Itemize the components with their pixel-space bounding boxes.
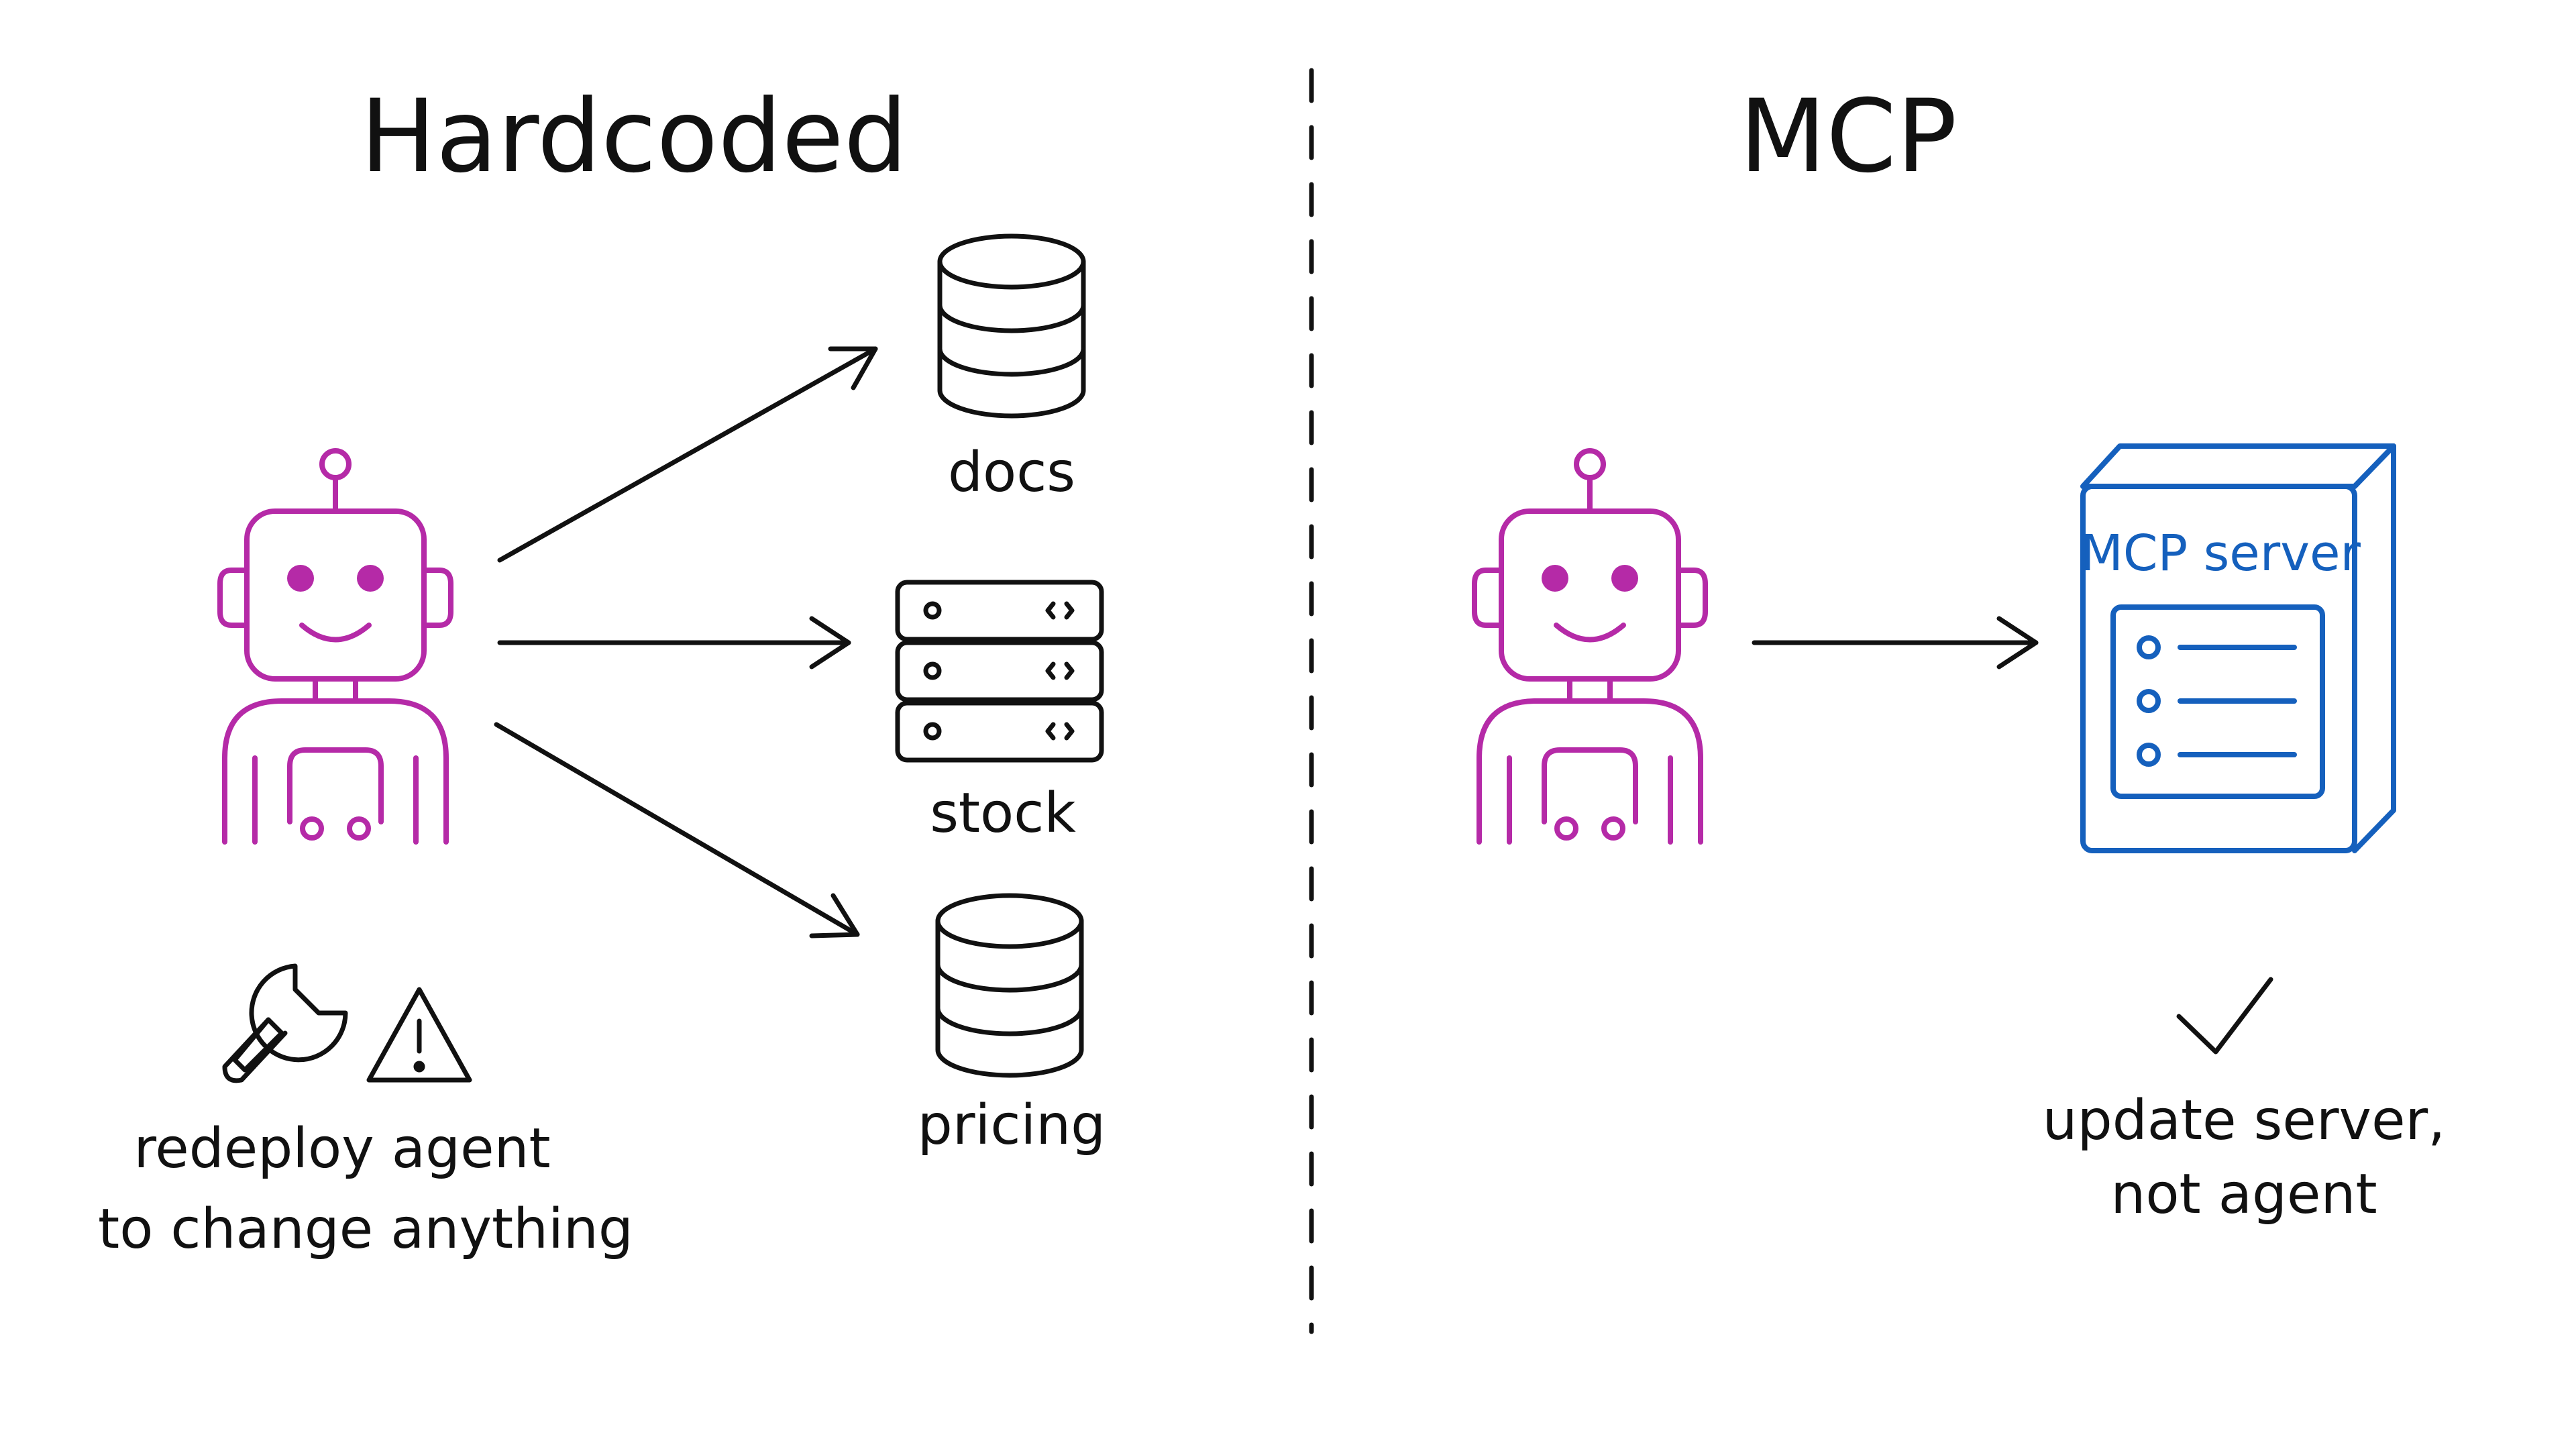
stock-server-rack-icon: [895, 580, 1104, 763]
stock-label: stock: [930, 782, 1076, 845]
mcp-server-icon: [2080, 443, 2396, 853]
arrow-to-pricing: [494, 722, 860, 938]
wrench-icon: [222, 963, 348, 1083]
docs-database-icon: [937, 233, 1086, 419]
arrow-to-docs: [497, 346, 878, 563]
docs-label: docs: [948, 441, 1075, 504]
hardcoded-note-line1: redeploy agent: [133, 1117, 550, 1181]
pricing-label: pricing: [918, 1093, 1106, 1157]
hardcoded-title: Hardcoded: [360, 78, 908, 195]
mcp-note-line1: update server,: [2043, 1089, 2446, 1152]
agent-robot-icon-right: [1472, 448, 1708, 845]
arrow-to-stock: [497, 616, 851, 669]
mcp-server-label: MCP server: [2080, 525, 2361, 582]
mcp-note-line2: not agent: [2110, 1163, 2377, 1226]
mcp-title: MCP: [1739, 78, 1957, 195]
warning-icon: [366, 987, 472, 1083]
agent-robot-icon-left: [217, 448, 453, 845]
arrow-to-mcp-server: [1752, 616, 2039, 669]
pricing-database-icon: [935, 893, 1084, 1078]
checkmark-icon: [2176, 977, 2273, 1055]
hardcoded-note-line2: to change anything: [98, 1197, 633, 1261]
